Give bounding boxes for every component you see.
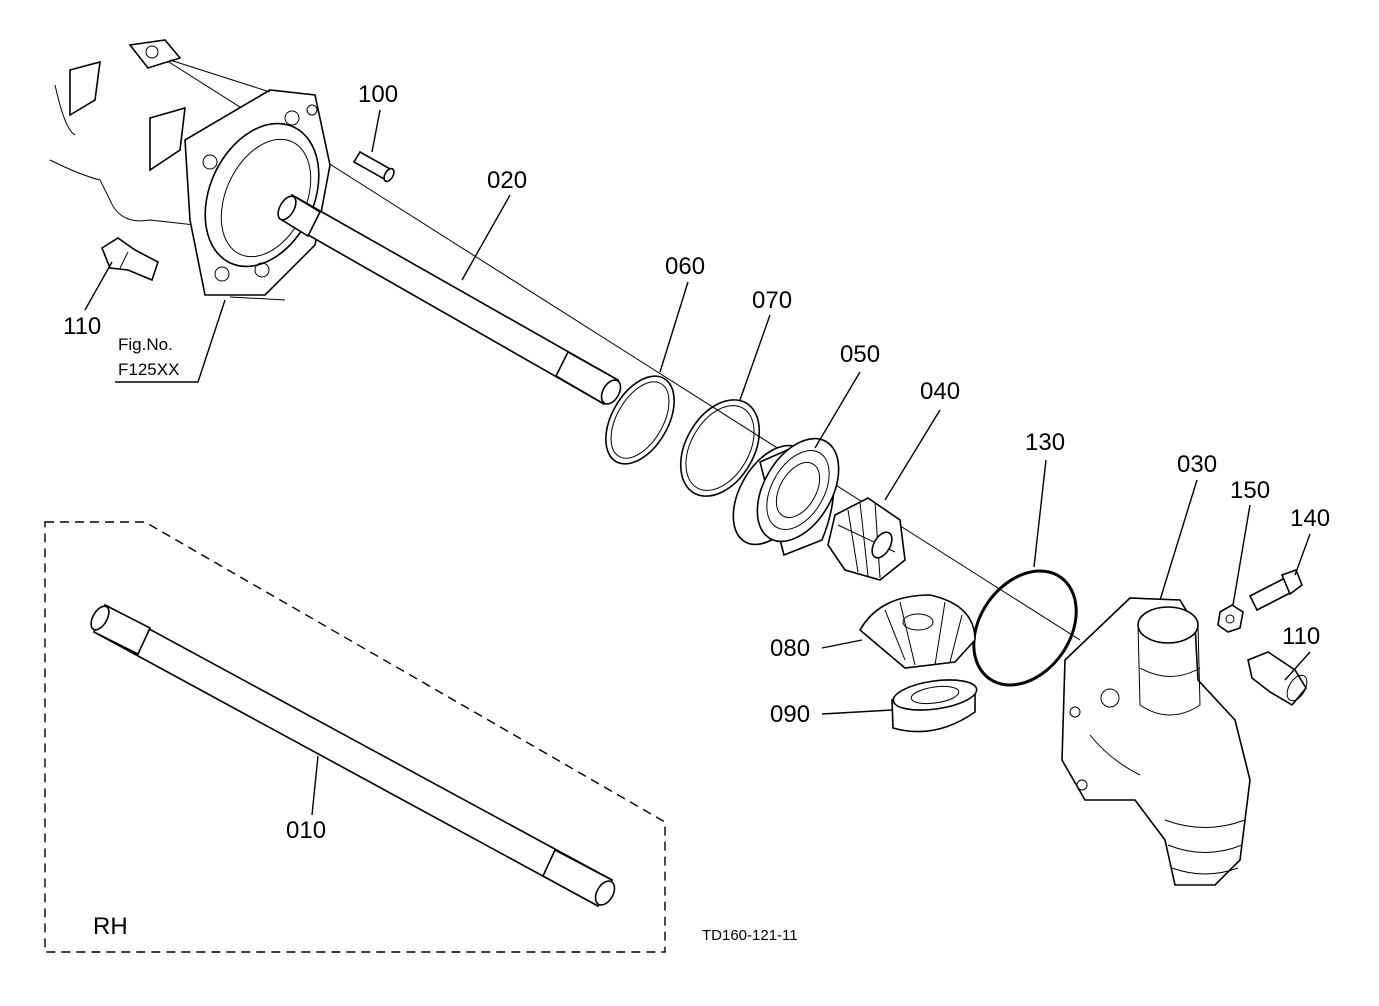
leader-030 [1159,479,1198,601]
fig-ref-line2: F125XX [118,360,179,379]
leader-090 [821,709,893,715]
bevel-gear-080 [858,594,976,669]
leader-110-left [84,261,113,311]
leader-140 [1294,533,1311,576]
inset-label-rh: RH [93,913,128,940]
leader-070 [739,314,771,401]
callout-010: 010 [286,817,326,844]
bolt-110-right [1247,651,1308,707]
ball-bearing-050 [732,437,840,557]
snap-ring-060 [605,375,675,465]
callout-050: 050 [840,341,880,368]
leader-020 [461,194,511,281]
drawing-code: TD160-121-11 [702,927,798,944]
leader-100 [371,109,381,153]
leader-110-right [1284,651,1311,681]
leader-080 [821,639,863,649]
axle-housing-flange [49,39,331,301]
bolt-110-left [101,237,159,282]
nut-150 [1217,604,1244,633]
callout-150: 150 [1230,477,1270,504]
callout-100: 100 [358,81,398,108]
axle-shaft-010 [90,603,616,908]
pin-100 [352,150,395,183]
o-ring-130 [972,569,1078,687]
callout-020: 020 [487,167,527,194]
callout-030: 030 [1177,451,1217,478]
gear-case-030 [1061,597,1251,886]
axle-shaft-020 [277,193,622,406]
callout-140: 140 [1290,505,1330,532]
fig-ref-line1: Fig.No. [118,335,173,354]
leader-010 [311,755,319,816]
callout-110-right: 110 [1282,623,1320,650]
callout-080: 080 [770,635,810,662]
callout-090: 090 [770,701,810,728]
callout-040: 040 [920,378,960,405]
callout-110-left: 110 [63,313,101,340]
leader-040 [884,409,941,501]
callout-070: 070 [752,287,792,314]
callout-060: 060 [665,253,705,280]
leader-050 [814,371,861,449]
leader-130 [1033,459,1047,568]
leader-150 [1232,504,1251,606]
callout-130: 130 [1025,429,1065,456]
pinion-gear-040 [827,497,906,581]
shim-ring-070 [679,399,761,497]
ball-bearing-090 [891,679,978,733]
rh-inset-frame [44,521,666,953]
bolt-140 [1248,568,1303,612]
leader-060 [659,281,689,373]
fig-ref-leader [115,299,226,383]
